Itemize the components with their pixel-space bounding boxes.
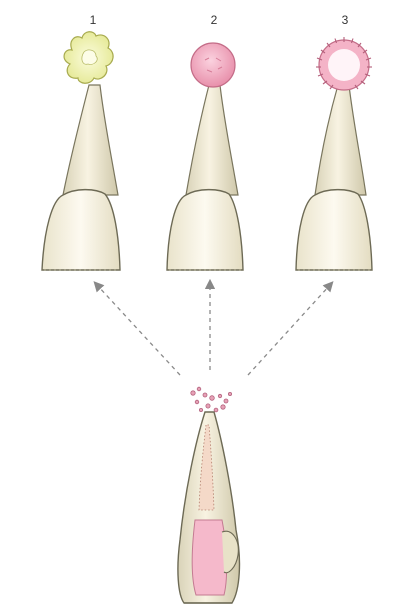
arrows [97,284,330,375]
tooth-2-crown [167,190,243,270]
arrow-to-tooth-3 [248,285,330,375]
tooth-3 [296,37,372,270]
tooth-2 [167,43,243,270]
tooth-1-crown [42,190,120,270]
label-2: 2 [211,13,218,27]
label-3: 3 [342,13,349,27]
arrow-to-tooth-1 [97,285,180,375]
source-tooth-pulp [192,520,227,595]
label-1: 1 [90,13,97,27]
tooth-3-crown [296,190,372,270]
tooth-1 [42,32,120,270]
lesion-3-center [328,49,360,81]
tooth-3-root [315,85,366,195]
lesion-2-pink [191,43,235,87]
source-tooth [178,412,240,603]
tooth-2-root [186,85,238,195]
bacteria-particles [191,387,232,412]
tooth-1-root [63,85,118,195]
